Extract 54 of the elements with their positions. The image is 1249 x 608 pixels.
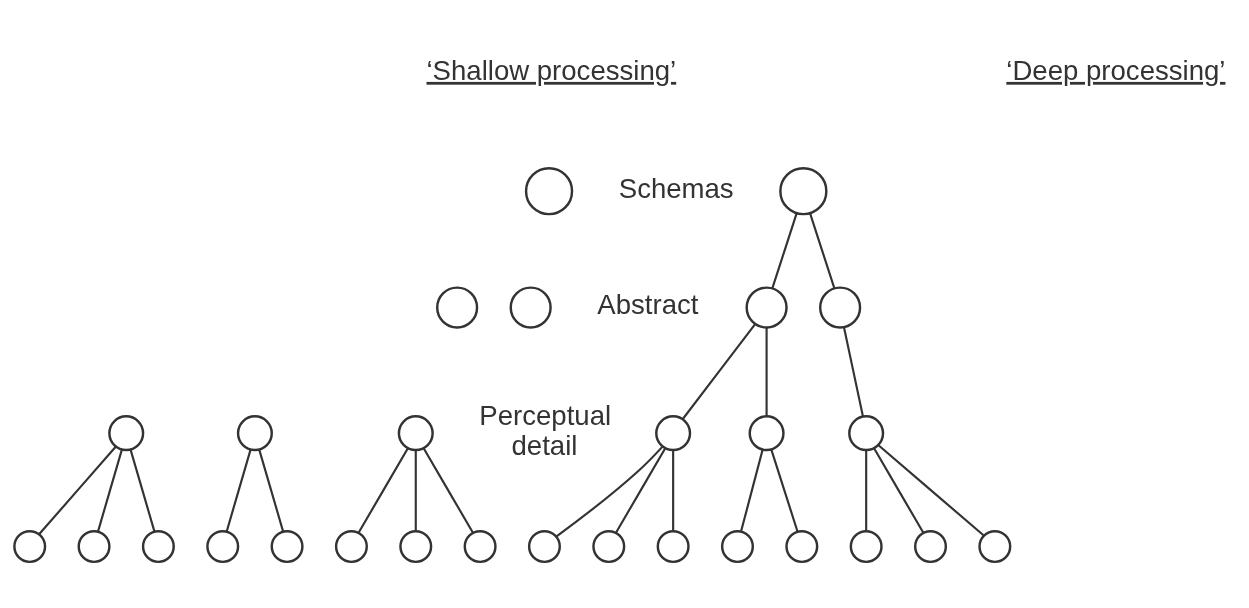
connector — [615, 447, 667, 533]
node-circle — [656, 529, 690, 563]
node-circle — [108, 414, 145, 451]
connector — [809, 212, 836, 289]
connector — [770, 448, 799, 532]
connector — [865, 449, 868, 531]
connector — [357, 447, 409, 533]
node-circle — [509, 285, 552, 329]
node-circle — [848, 414, 885, 451]
connector — [765, 327, 768, 416]
node-circle — [77, 529, 111, 563]
node-circle — [655, 414, 692, 451]
label: ‘Deep processing’ — [1006, 54, 1226, 86]
node-circle — [592, 529, 626, 563]
connector — [771, 212, 798, 289]
connector — [38, 445, 117, 535]
node-circle — [141, 529, 175, 563]
label: Perceptual detail — [479, 399, 612, 461]
node-circle — [785, 529, 819, 563]
connector — [682, 322, 756, 419]
node-circle — [236, 414, 273, 451]
connector — [414, 449, 417, 531]
node-circle — [13, 529, 47, 563]
connector — [129, 448, 156, 531]
node-circle — [748, 414, 785, 451]
connector — [877, 443, 985, 536]
connector — [225, 448, 252, 531]
node-circle — [819, 285, 862, 329]
connector — [740, 448, 764, 531]
connector — [672, 449, 675, 531]
node-circle — [978, 529, 1012, 563]
connector — [842, 326, 864, 417]
node-circle — [849, 529, 883, 563]
node-circle — [334, 529, 368, 563]
node-circle — [913, 529, 948, 563]
node-circle — [779, 166, 828, 215]
connector — [873, 447, 925, 533]
node-circle — [524, 166, 574, 215]
label: ‘Shallow processing’ — [426, 54, 677, 86]
node-circle — [720, 529, 755, 563]
connector — [555, 445, 664, 537]
node-circle — [270, 529, 304, 563]
label: Abstract — [597, 288, 699, 320]
connector — [422, 447, 474, 533]
node-circle — [436, 285, 479, 329]
connector — [97, 448, 123, 531]
node-circle — [527, 529, 561, 563]
label: Schemas — [618, 172, 734, 204]
node-circle — [399, 529, 433, 563]
node-circle — [463, 529, 497, 563]
node-circle — [397, 414, 434, 451]
connector — [258, 448, 285, 531]
node-circle — [745, 285, 788, 329]
node-circle — [206, 529, 240, 563]
